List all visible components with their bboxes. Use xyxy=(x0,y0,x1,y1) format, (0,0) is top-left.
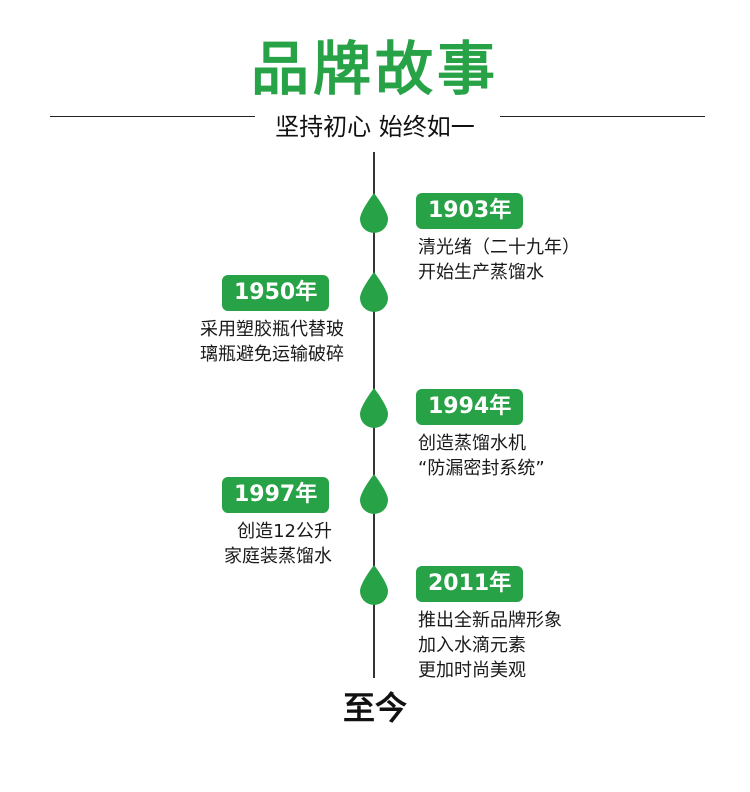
description-line: “防漏密封系统” xyxy=(418,458,545,479)
description-line: 创造12公升 xyxy=(237,521,332,542)
description-line: 推出全新品牌形象 xyxy=(418,610,562,631)
subtitle-divider-right xyxy=(500,116,705,117)
timeline-drop-icon xyxy=(360,272,388,312)
description-line: 创造蒸馏水机 xyxy=(418,433,526,454)
timeline-description-2011: 推出全新品牌形象 加入水滴元素 更加时尚美观 xyxy=(418,608,562,683)
timeline-description-1950: 采用塑胶瓶代替玻 璃瓶避免运输破碎 xyxy=(200,317,344,367)
description-line: 更加时尚美观 xyxy=(418,660,526,681)
year-badge-2011: 2011年 xyxy=(416,566,524,602)
timeline-drop-icon xyxy=(360,388,388,428)
timeline-description-1903: 清光绪（二十九年） 开始生产蒸馏水 xyxy=(418,235,580,285)
page-subtitle: 坚持初心 始终如一 xyxy=(275,113,475,141)
description-line: 采用塑胶瓶代替玻 xyxy=(200,319,344,340)
description-line: 家庭装蒸馏水 xyxy=(224,546,332,567)
year-badge-1950: 1950年 xyxy=(222,275,330,311)
timeline-description-1997: 创造12公升 家庭装蒸馏水 xyxy=(224,519,332,569)
description-line: 璃瓶避免运输破碎 xyxy=(200,344,344,365)
timeline-end-label: 至今 xyxy=(342,689,407,727)
subtitle-divider-left xyxy=(50,116,255,117)
year-badge-1997: 1997年 xyxy=(222,477,330,513)
timeline-description-1994: 创造蒸馏水机 “防漏密封系统” xyxy=(418,431,545,481)
timeline-drop-icon xyxy=(360,474,388,514)
page-title: 品牌故事 xyxy=(250,35,499,103)
description-line: 加入水滴元素 xyxy=(418,635,526,656)
timeline-drop-icon xyxy=(360,193,388,233)
description-line: 开始生产蒸馏水 xyxy=(418,262,544,283)
description-line: 清光绪（二十九年） xyxy=(418,237,580,258)
year-badge-1994: 1994年 xyxy=(416,389,524,425)
timeline-drop-icon xyxy=(360,565,388,605)
year-badge-1903: 1903年 xyxy=(416,193,524,229)
